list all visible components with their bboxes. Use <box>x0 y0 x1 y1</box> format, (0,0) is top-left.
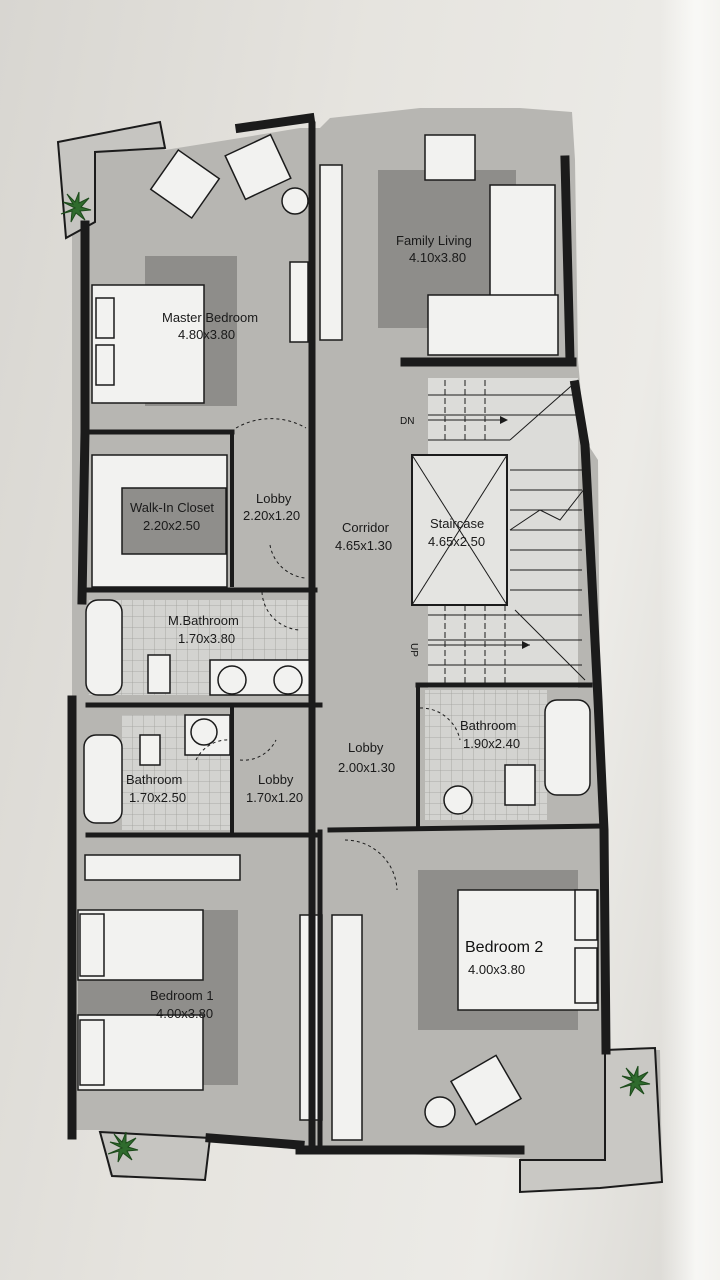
bathroom-left-name: Bathroom <box>126 772 182 787</box>
lobby-left-size: 1.70x1.20 <box>246 790 303 805</box>
walls <box>67 112 611 1155</box>
family-living-size: 4.10x3.80 <box>409 250 466 265</box>
family-living-name: Family Living <box>396 233 472 248</box>
bedroom-1-size: 4.00x3.80 <box>156 1006 213 1021</box>
plant-icon <box>60 191 92 223</box>
m-bathroom-size: 1.70x3.80 <box>178 631 235 646</box>
plant-icon <box>619 1065 651 1097</box>
corridor-size: 4.65x1.30 <box>335 538 392 553</box>
bathroom-left-size: 1.70x2.50 <box>129 790 186 805</box>
plant-icons <box>60 191 651 1163</box>
lobby-center-size: 2.00x1.30 <box>338 760 395 775</box>
bathroom-right-size: 1.90x2.40 <box>463 736 520 751</box>
staircase-size: 4.65x2.50 <box>428 534 485 549</box>
stair-up-mark: UP <box>408 643 419 657</box>
doors <box>195 418 461 891</box>
bedroom-2-size: 4.00x3.80 <box>468 962 525 977</box>
furniture <box>77 133 599 1141</box>
corridor-name: Corridor <box>342 520 390 535</box>
lobby-top-size: 2.20x1.20 <box>243 508 300 523</box>
plant-icon <box>107 1131 139 1163</box>
room-labels: Master Bedroom 4.80x3.80 Family Living 4… <box>126 233 543 1021</box>
lobby-top-name: Lobby <box>256 491 292 506</box>
master-bedroom-name: Master Bedroom <box>162 310 258 325</box>
walk-in-closet-size: 2.20x2.50 <box>143 518 200 533</box>
bathroom-tiles <box>88 600 547 830</box>
master-bedroom-size: 4.80x3.80 <box>178 327 235 342</box>
lobby-left-name: Lobby <box>258 772 294 787</box>
staircase: DN UP <box>400 378 586 688</box>
bathroom-right-name: Bathroom <box>460 718 516 733</box>
stair-down-mark: DN <box>400 416 414 427</box>
bedroom-1-name: Bedroom 1 <box>150 988 214 1003</box>
staircase-name: Staircase <box>430 516 484 531</box>
walk-in-closet-name: Walk-In Closet <box>130 500 214 515</box>
m-bathroom-name: M.Bathroom <box>168 613 239 628</box>
bedroom-2-name: Bedroom 2 <box>465 939 543 956</box>
lobby-center-name: Lobby <box>348 740 384 755</box>
page-edge <box>660 0 720 1280</box>
